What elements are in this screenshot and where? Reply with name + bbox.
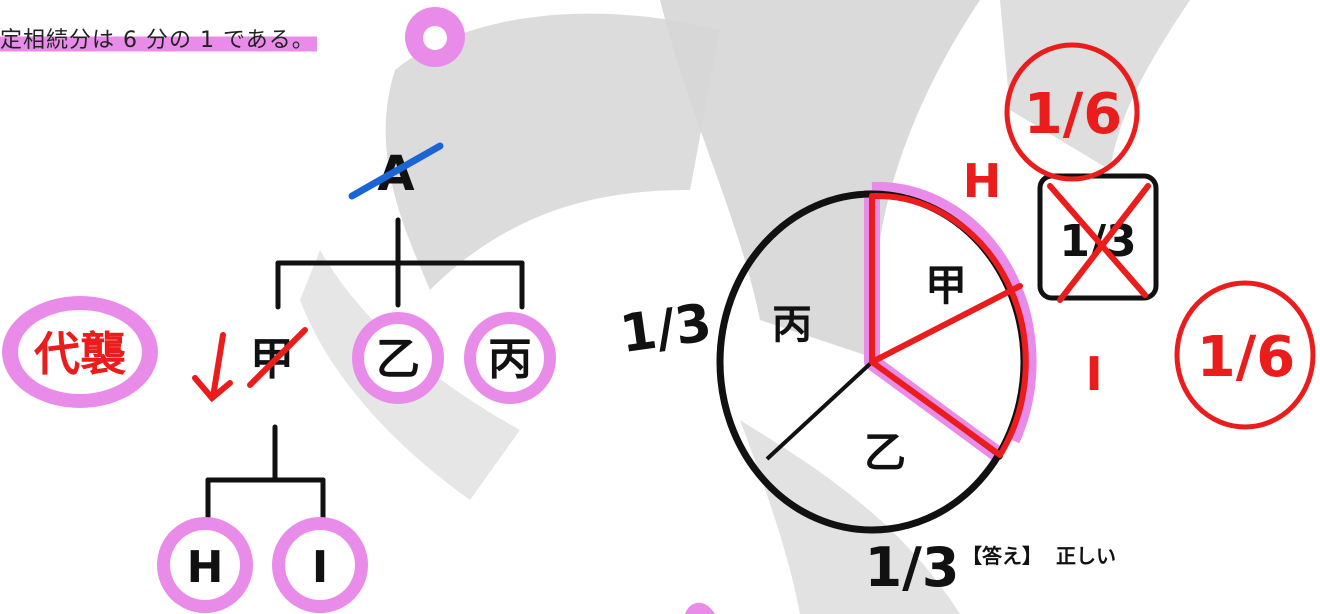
substitution-bubble-inner	[18, 310, 142, 394]
ko-strike-mark	[247, 327, 308, 388]
split-fraction-top: 1/6	[1024, 82, 1122, 147]
pie-divider-left	[765, 360, 874, 461]
answer-value: 正しい	[1056, 544, 1116, 568]
fraction-left: 1/3	[616, 293, 715, 365]
root-strike-mark	[348, 142, 444, 200]
family-tree	[205, 217, 525, 521]
grandchild-bubble-h-inner	[170, 530, 240, 600]
grandchild-bubble-i-inner	[285, 530, 355, 600]
pink-fragment	[685, 602, 715, 614]
substitution-note: 代襲	[33, 327, 126, 381]
split-circle-top	[1004, 42, 1140, 182]
share-pie: 丙 甲 乙	[716, 181, 1037, 534]
split-label-i: I	[1085, 347, 1102, 401]
child-bubble-hei-inner	[476, 324, 544, 392]
tree-grandchild-i: I	[312, 542, 328, 593]
down-arrow-icon	[192, 332, 233, 403]
tree-child-hei: 丙	[488, 334, 532, 385]
split-circle-right	[1174, 280, 1316, 430]
problem-sentence: 定相続分は 6 分の 1 である。	[0, 22, 317, 54]
ko-sector-split	[869, 283, 1023, 365]
answer: 【答え】正しい	[962, 540, 1116, 569]
child-bubble-otsu-inner	[364, 324, 432, 392]
split-label-h: H	[963, 154, 1002, 208]
fraction-bottom: 1/3	[865, 536, 960, 599]
ko-sector-arc	[869, 192, 1029, 458]
split-fraction-right: 1/6	[1197, 325, 1295, 390]
pie-label-hei: 丙	[772, 302, 812, 348]
pie-label-ko: 甲	[925, 261, 967, 310]
tree-grandchild-h: H	[187, 542, 224, 593]
share-box-cross	[1047, 183, 1151, 303]
pie-label-otsu: 乙	[864, 428, 906, 477]
answer-bracket: 【答え】	[962, 544, 1042, 568]
pie-highlight-arc	[871, 181, 1037, 444]
highlight-dot-center	[423, 26, 447, 50]
tree-child-otsu: 乙	[376, 334, 420, 385]
